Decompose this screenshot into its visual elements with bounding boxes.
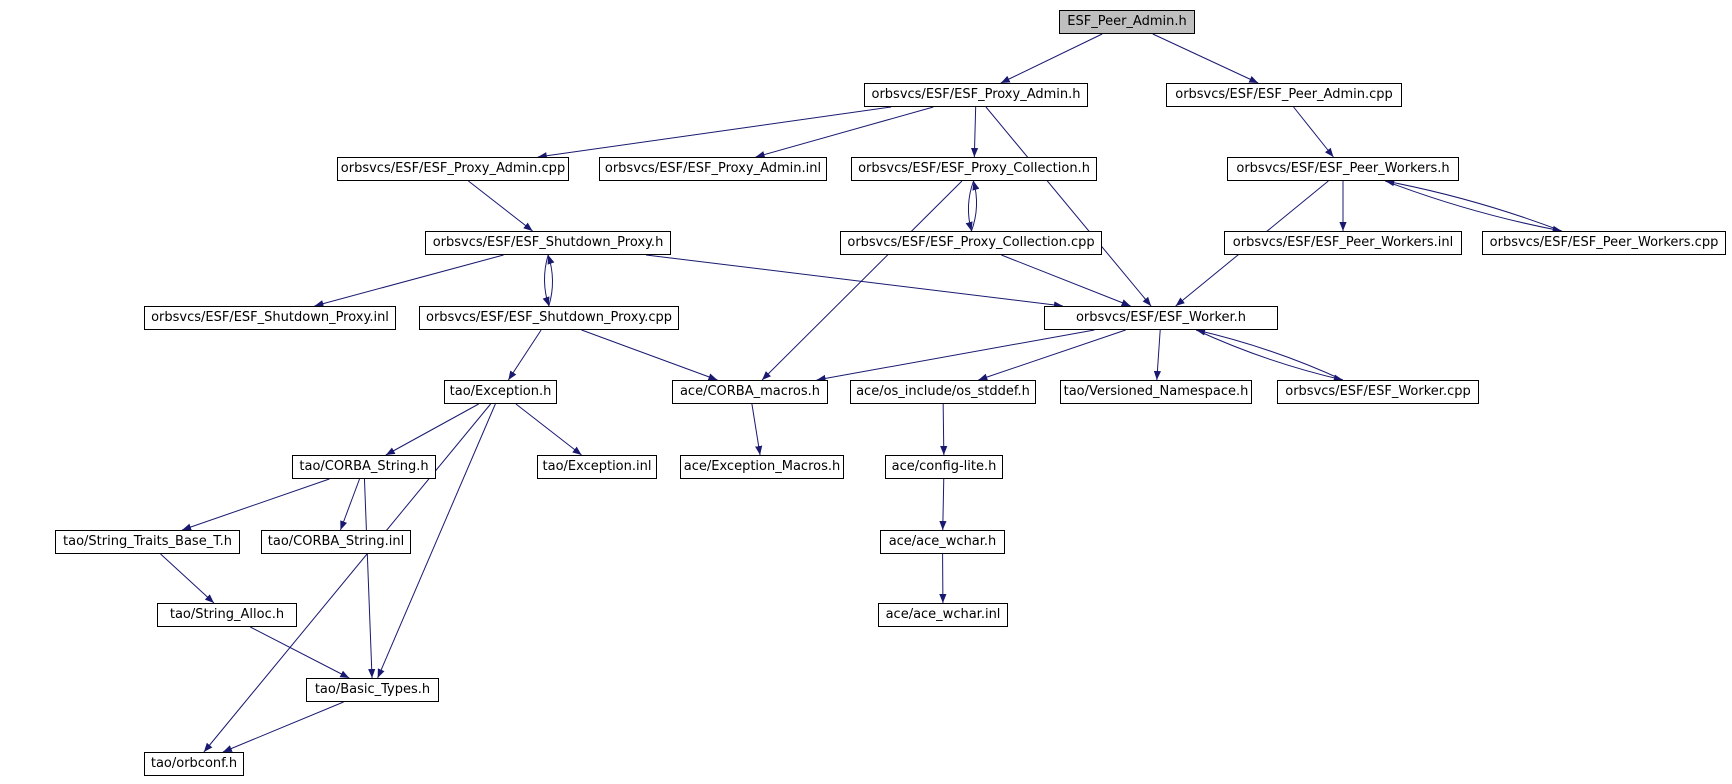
graph-node[interactable]: orbsvcs/ESF/ESF_Proxy_Admin.cpp	[337, 157, 569, 181]
dependency-edge	[816, 329, 1095, 382]
dependency-edge	[646, 254, 1063, 309]
graph-node[interactable]: tao/Exception.inl	[537, 455, 657, 479]
dependency-edge	[160, 553, 215, 604]
dependency-edge	[515, 403, 582, 456]
dependency-edge	[1195, 329, 1343, 382]
dependency-edge	[761, 180, 963, 381]
graph-node[interactable]: ace/ace_wchar.inl	[878, 603, 1008, 627]
dependency-edge	[222, 701, 344, 753]
graph-node[interactable]: ace/Exception_Macros.h	[680, 455, 844, 479]
graph-node[interactable]: orbsvcs/ESF/ESF_Proxy_Admin.inl	[599, 157, 827, 181]
dependency-edge	[1001, 254, 1131, 307]
graph-node[interactable]: orbsvcs/ESF/ESF_Proxy_Admin.h	[864, 83, 1088, 107]
graph-node[interactable]: orbsvcs/ESF/ESF_Peer_Workers.cpp	[1482, 231, 1726, 255]
dependency-edge	[377, 403, 496, 679]
graph-node[interactable]: orbsvcs/ESF/ESF_Worker.cpp	[1277, 380, 1479, 404]
dependency-edge	[755, 106, 934, 159]
dependency-edge	[1385, 179, 1562, 232]
graph-node[interactable]: ace/ace_wchar.h	[880, 530, 1005, 554]
graph-node[interactable]: orbsvcs/ESF/ESF_Proxy_Collection.cpp	[840, 231, 1102, 255]
dependency-edge	[181, 478, 330, 531]
dependency-edge	[1196, 328, 1344, 381]
graph-node[interactable]: ace/os_include/os_stddef.h	[850, 380, 1036, 404]
dependency-edge	[971, 180, 980, 232]
graph-node[interactable]: tao/CORBA_String.h	[292, 455, 436, 479]
graph-node[interactable]: orbsvcs/ESF/ESF_Shutdown_Proxy.cpp	[419, 306, 679, 330]
graph-node[interactable]: tao/String_Alloc.h	[157, 603, 297, 627]
graph-node[interactable]: orbsvcs/ESF/ESF_Peer_Admin.cpp	[1166, 83, 1402, 107]
dependency-edge	[751, 403, 763, 456]
dependency-edge	[978, 329, 1126, 381]
graph-node[interactable]: orbsvcs/ESF/ESF_Worker.h	[1044, 306, 1278, 330]
dependency-edge	[385, 403, 479, 456]
graph-node[interactable]: tao/Exception.h	[444, 380, 557, 404]
graph-node[interactable]: orbsvcs/ESF/ESF_Shutdown_Proxy.inl	[144, 306, 396, 330]
dependency-edge	[965, 180, 974, 232]
graph-node[interactable]: tao/Versioned_Namespace.h	[1060, 380, 1252, 404]
dependency-edge	[203, 403, 491, 753]
dependency-edge	[363, 478, 376, 679]
dependency-edge	[1152, 33, 1259, 84]
graph-node[interactable]: tao/orbconf.h	[144, 752, 244, 776]
graph-node[interactable]: tao/CORBA_String.inl	[261, 530, 411, 554]
graph-node[interactable]: orbsvcs/ESF/ESF_Shutdown_Proxy.h	[425, 231, 671, 255]
dependency-edge	[537, 106, 892, 160]
graph-node[interactable]: tao/Basic_Types.h	[306, 678, 439, 702]
graph-node[interactable]: orbsvcs/ESF/ESF_Peer_Workers.h	[1227, 157, 1459, 181]
dependency-edge	[547, 254, 555, 307]
dependency-edge	[985, 106, 1152, 307]
dependency-edge	[468, 180, 533, 232]
graph-node[interactable]: orbsvcs/ESF/ESF_Peer_Workers.inl	[1224, 231, 1462, 255]
dependency-edge	[250, 626, 350, 679]
graph-node[interactable]: orbsvcs/ESF/ESF_Proxy_Collection.h	[851, 157, 1097, 181]
dependency-edge	[507, 329, 542, 381]
dependency-edge	[340, 478, 360, 531]
graph-node[interactable]: tao/String_Traits_Base_T.h	[55, 530, 240, 554]
dependency-edge	[314, 254, 504, 308]
graph-node[interactable]: ace/config-lite.h	[885, 455, 1003, 479]
dependency-edge	[542, 254, 550, 307]
dependency-edge	[940, 403, 948, 456]
dependency-edge	[1000, 33, 1103, 84]
root-node: ESF_Peer_Admin.h	[1059, 10, 1195, 34]
dependency-edge	[1293, 106, 1334, 158]
dependency-edge	[939, 478, 947, 531]
dependency-edge	[1153, 329, 1162, 381]
dependency-edge	[581, 329, 718, 381]
dependency-edge	[1385, 180, 1562, 233]
dependency-edge	[970, 106, 979, 158]
graph-node[interactable]: ace/CORBA_macros.h	[672, 380, 828, 404]
